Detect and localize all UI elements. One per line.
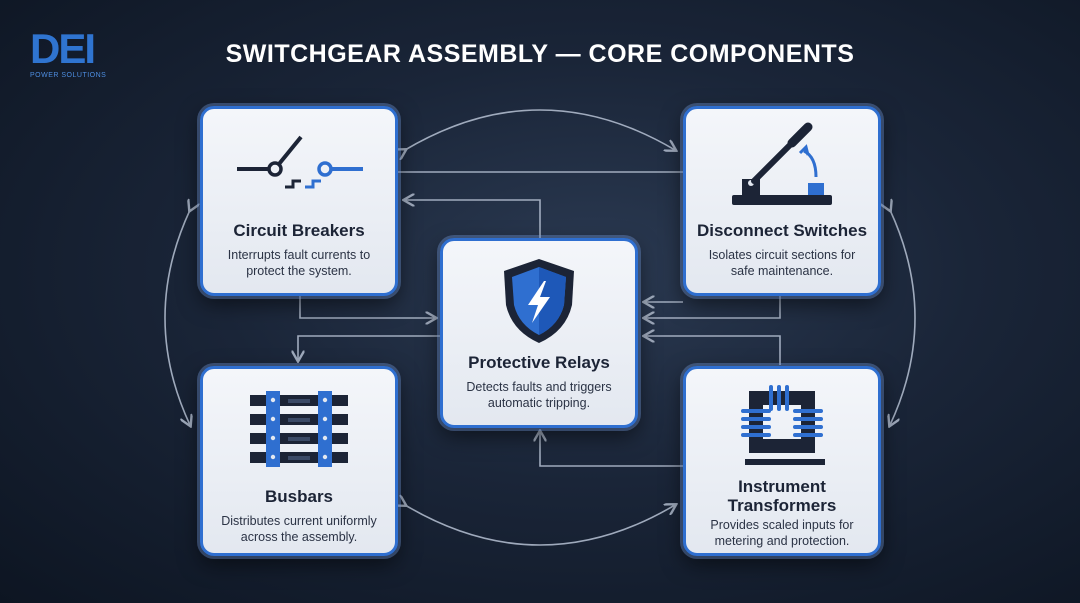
card-busbars: Busbars Distributes current uniformly ac… — [200, 366, 398, 556]
protective-relays-heading: Protective Relays — [468, 353, 610, 372]
busbar-icon — [203, 389, 395, 474]
card-instrument-transformers: Instrument Transformers Provides scaled … — [683, 366, 881, 556]
knife-switch-icon — [686, 121, 878, 216]
transformer-core-icon — [686, 379, 878, 474]
logo-subtitle: POWER SOLUTIONS — [30, 72, 107, 79]
busbars-desc: Distributes current uniformly across the… — [221, 514, 377, 544]
card-circuit-breakers: Circuit Breakers Interrupts fault curren… — [200, 106, 398, 296]
line-ds-relay-mid — [645, 296, 781, 318]
disconnect-switches-desc: Isolates circuit sections for safe maint… — [708, 248, 856, 278]
busbars-heading: Busbars — [264, 487, 334, 506]
disconnect-switches-heading: Disconnect Switches — [696, 221, 868, 240]
line-it-relay-bottom — [540, 432, 683, 467]
circuit-breakers-heading: Circuit Breakers — [233, 221, 365, 240]
line-cb-relay — [299, 296, 435, 318]
logo-mark: DEI — [30, 25, 96, 72]
arc-right — [890, 210, 916, 425]
protective-relays-desc: Detects faults and triggers automatic tr… — [466, 380, 612, 410]
line-it-relay — [645, 336, 781, 365]
instrument-transformers-heading: Instrument Transformers — [727, 477, 837, 515]
arc-left — [164, 210, 190, 425]
card-protective-relays: Protective Relays Detects faults and tri… — [440, 238, 638, 428]
page-title: SWITCHGEAR ASSEMBLY — CORE COMPONENTS — [225, 40, 855, 68]
line-relay-bus — [298, 335, 440, 360]
line-relay-cb — [405, 200, 541, 240]
card-disconnect-switches: Disconnect Switches Isolates circuit sec… — [683, 106, 881, 296]
circuit-breaker-icon — [203, 127, 395, 212]
shield-lightning-icon — [443, 255, 635, 352]
arc-top — [405, 109, 675, 150]
arc-bottom — [405, 505, 675, 546]
circuit-breakers-desc: Interrupts fault currents to protect the… — [227, 248, 371, 278]
company-logo: DEI POWER SOLUTIONS — [30, 25, 120, 80]
instrument-transformers-desc: Provides scaled inputs for metering and … — [710, 518, 854, 548]
